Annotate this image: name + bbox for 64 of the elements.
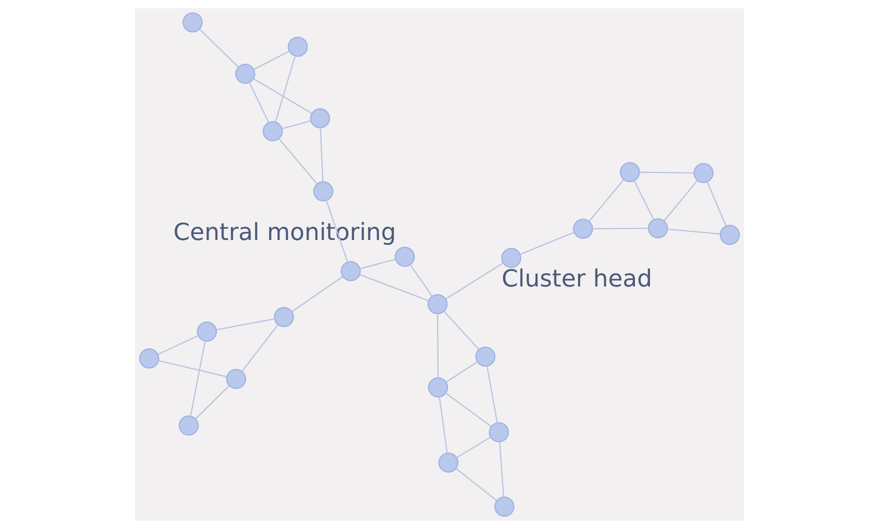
node-circle xyxy=(235,64,256,84)
node-circle xyxy=(494,496,514,517)
connector xyxy=(438,396,448,454)
connector xyxy=(320,128,324,182)
connector xyxy=(456,436,492,458)
node-circle xyxy=(648,218,668,238)
connector xyxy=(158,360,227,378)
connector xyxy=(592,228,648,230)
node-circle xyxy=(340,261,361,282)
connector xyxy=(278,138,318,184)
connector xyxy=(446,361,478,383)
node-label: Cluster head xyxy=(502,264,652,292)
connector xyxy=(282,120,311,130)
node-circle xyxy=(178,416,199,436)
connector xyxy=(242,324,278,372)
node-circle xyxy=(226,368,246,389)
connector xyxy=(360,274,429,302)
node-circle xyxy=(428,294,448,314)
connector xyxy=(667,228,720,235)
node-circle xyxy=(394,246,415,267)
connector xyxy=(520,232,574,255)
node-label: Central monitoring xyxy=(173,218,396,246)
connector xyxy=(706,182,726,226)
connector xyxy=(664,180,698,222)
node-circle xyxy=(475,346,496,367)
connector xyxy=(444,310,480,350)
connector xyxy=(588,179,624,222)
connector xyxy=(640,172,694,174)
connector xyxy=(254,50,290,70)
node-circle xyxy=(693,162,714,184)
connector xyxy=(634,180,654,220)
node-circle xyxy=(274,307,294,328)
connector xyxy=(437,314,439,378)
node-circle xyxy=(262,121,283,142)
node-circle xyxy=(313,181,334,202)
node-circle xyxy=(288,36,308,57)
connector xyxy=(360,258,396,270)
connector xyxy=(410,264,433,297)
connector xyxy=(190,340,206,416)
node-circle xyxy=(182,12,203,32)
node-circle xyxy=(572,218,594,239)
connector xyxy=(274,56,296,122)
node-circle xyxy=(620,162,640,182)
connector xyxy=(158,335,198,355)
connector xyxy=(292,276,344,312)
connector xyxy=(249,82,270,123)
node-circle xyxy=(501,248,522,268)
connector xyxy=(486,366,498,423)
connector xyxy=(456,468,497,501)
connector xyxy=(326,200,348,262)
node-circle xyxy=(720,224,740,245)
connector xyxy=(445,392,492,427)
node-circle xyxy=(310,108,330,128)
node-circle xyxy=(488,422,509,442)
connector xyxy=(216,318,274,330)
connector xyxy=(254,78,312,114)
connector xyxy=(195,385,230,420)
connector xyxy=(446,262,504,300)
connector xyxy=(199,28,239,68)
node-circle xyxy=(428,377,448,398)
node-circle xyxy=(438,452,459,473)
node-circle xyxy=(139,348,160,369)
node-circle xyxy=(196,322,217,342)
connector xyxy=(499,442,504,497)
